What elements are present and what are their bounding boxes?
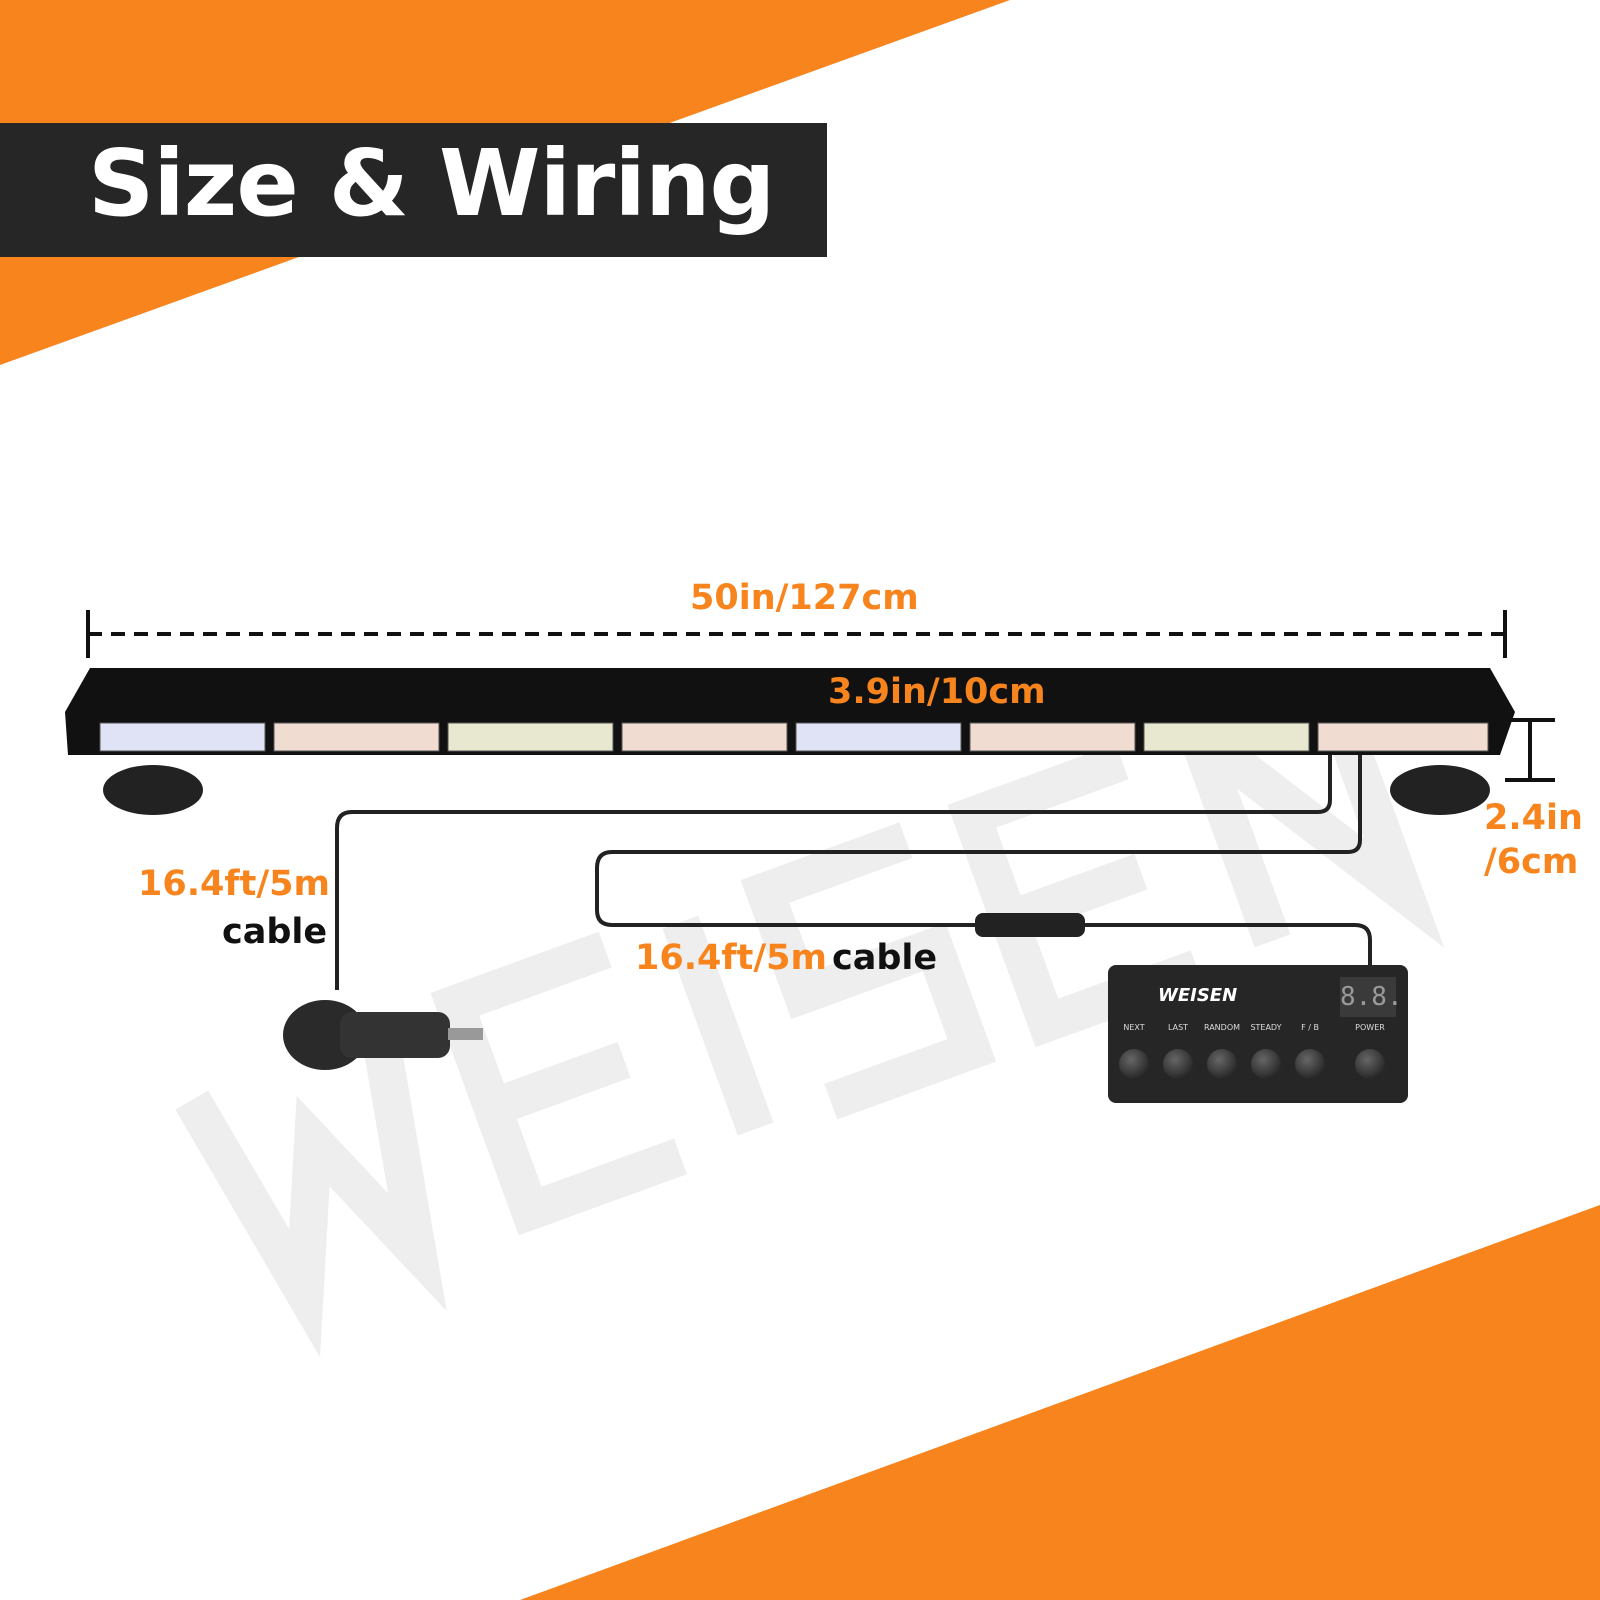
height-marker: [768, 670, 1555, 782]
depth-label-line2: /6cm: [1484, 842, 1579, 882]
power-cable-word: cable: [222, 912, 328, 952]
controller-cable-word: cable: [832, 938, 938, 978]
controller-cable: [595, 755, 1372, 965]
label-steady: STEADY: [1250, 1023, 1282, 1032]
light-bar-modules: [99, 722, 1489, 752]
steady-button[interactable]: [1251, 1049, 1281, 1079]
fb-button[interactable]: [1295, 1049, 1325, 1079]
label-random: RANDOM: [1203, 1023, 1241, 1032]
segment-display: 8.8.: [1340, 977, 1403, 1017]
label-last: LAST: [1167, 1023, 1189, 1032]
last-button[interactable]: [1163, 1049, 1193, 1079]
power-cable: [335, 755, 1332, 990]
label-next: NEXT: [1123, 1023, 1145, 1032]
power-cable-length: 16.4ft/5m: [138, 864, 330, 904]
height-label: 3.9in/10cm: [828, 672, 1046, 712]
next-button[interactable]: [1119, 1049, 1149, 1079]
controller-logo: WEISEN: [1158, 985, 1238, 1006]
control-box: WEISEN 8.8. NEXT LAST RANDOM STEADY F / …: [1108, 965, 1408, 1103]
depth-label-line1: 2.4in: [1484, 798, 1583, 838]
random-button[interactable]: [1207, 1049, 1237, 1079]
label-power: POWER: [1355, 1023, 1385, 1032]
controller-cable-label: 16.4ft/5m cable: [635, 938, 937, 978]
page-title: Size & Wiring: [88, 130, 775, 237]
magnet-foot-right: [1390, 765, 1490, 815]
title-banner: [0, 123, 827, 257]
controller-cable-length: 16.4ft/5m: [635, 938, 827, 978]
magnet-foot-left: [103, 765, 203, 815]
label-fb: F / B: [1301, 1023, 1319, 1032]
cigarette-plug: [283, 1000, 483, 1070]
length-label: 50in/127cm: [690, 578, 919, 618]
power-button[interactable]: [1355, 1049, 1385, 1079]
bottom-orange-stripe: [520, 1205, 1600, 1600]
cable-connector: [975, 913, 1085, 937]
